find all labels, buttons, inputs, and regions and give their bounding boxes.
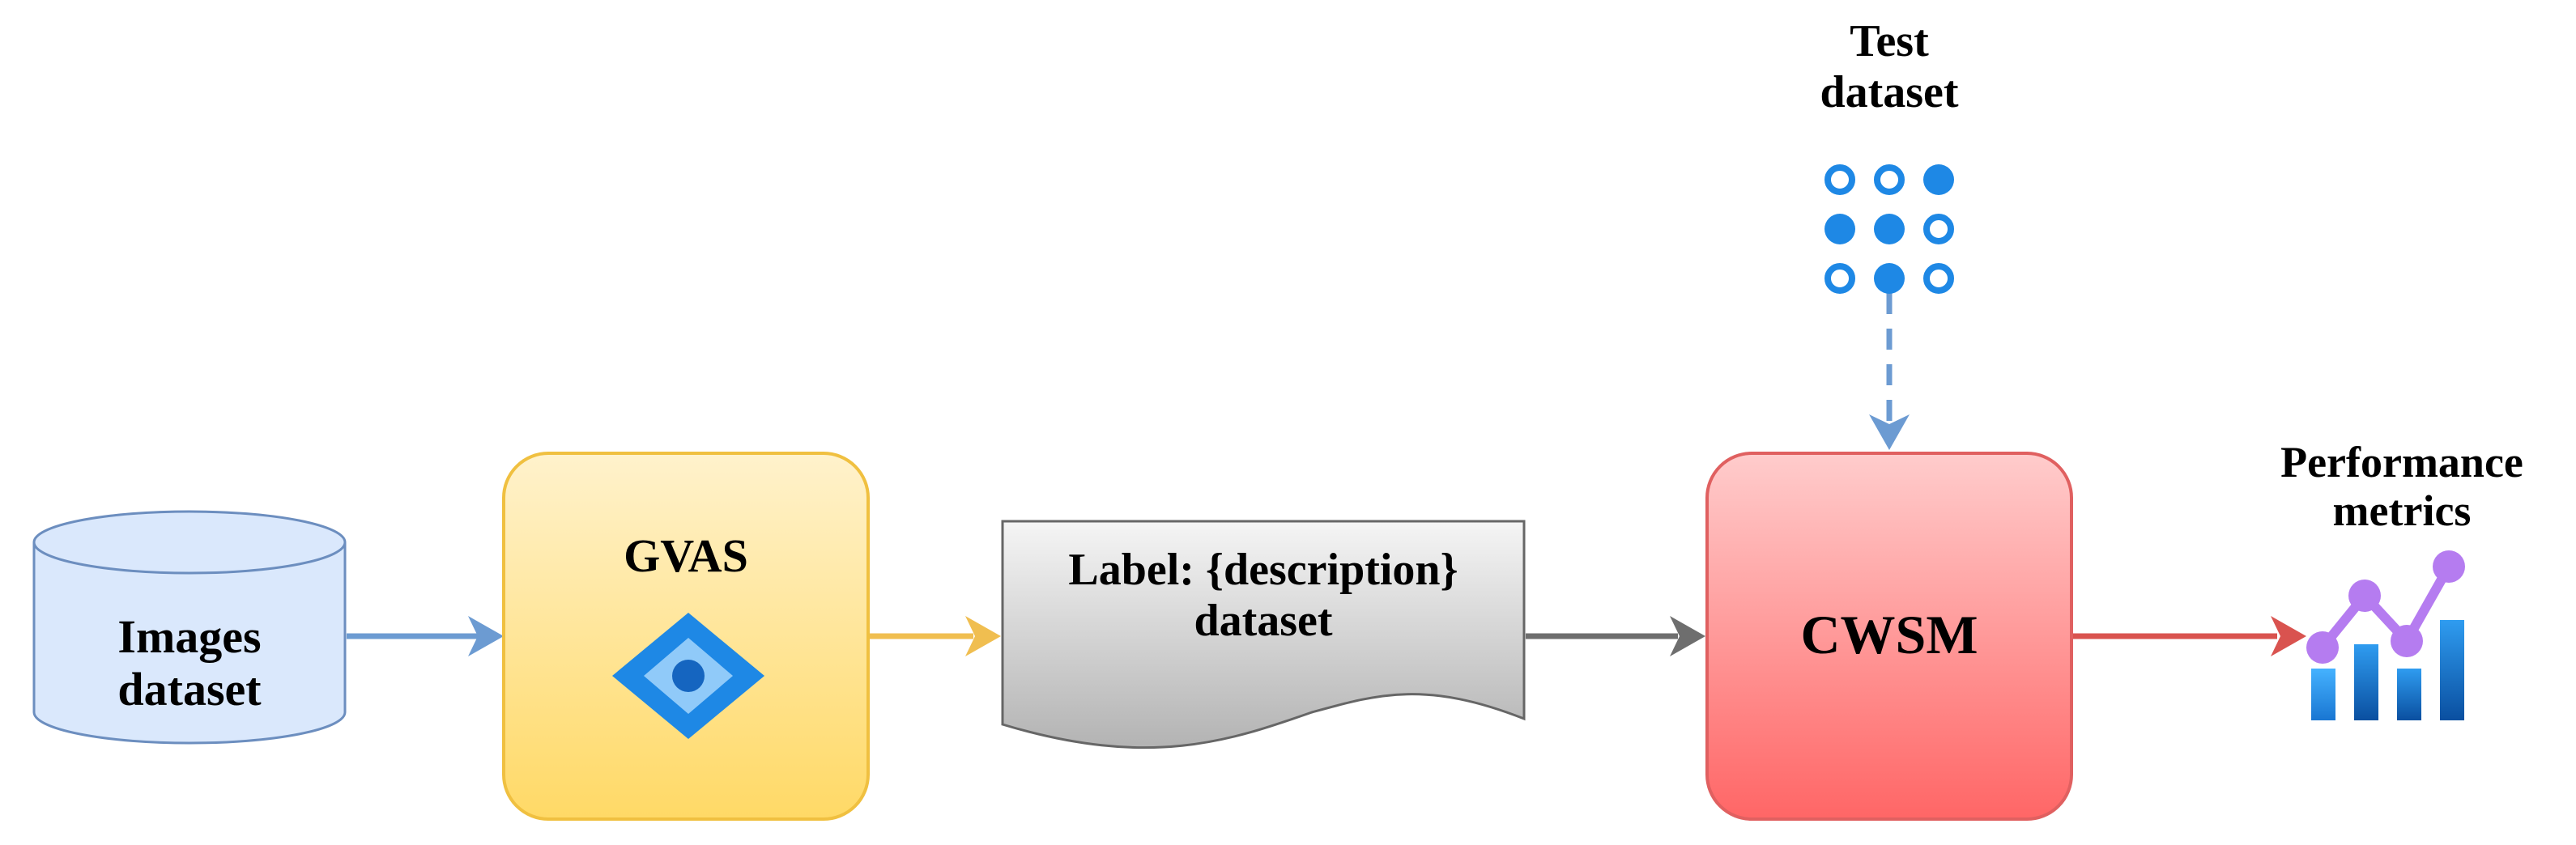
diamond-eye-icon bbox=[612, 613, 764, 739]
chart-trend-icon bbox=[2306, 550, 2465, 720]
arrow-test-to-cwsm bbox=[1869, 293, 1910, 450]
arrow-cwsm-to-performance bbox=[2073, 616, 2306, 656]
test-line-1: Test bbox=[1850, 16, 1929, 66]
images-line-1: Images bbox=[117, 610, 262, 663]
images-dataset-label: Images dataset bbox=[44, 610, 335, 716]
performance-line-2: metrics bbox=[2332, 486, 2472, 536]
arrow-label-to-cwsm bbox=[1526, 616, 1705, 656]
label-line-1: Label: {description} bbox=[1068, 545, 1458, 595]
cwsm-title: CWSM bbox=[1800, 604, 1978, 665]
label-line-2: dataset bbox=[1194, 595, 1333, 646]
gvas-label: GVAS bbox=[504, 529, 868, 583]
dot-matrix-icon bbox=[1824, 164, 1954, 294]
test-dataset-label: Test dataset bbox=[1744, 16, 2035, 117]
performance-metrics-label: Performance metrics bbox=[2240, 438, 2564, 536]
arrow-images-to-gvas bbox=[347, 616, 504, 656]
label-dataset-label: Label: {description} dataset bbox=[1003, 545, 1524, 646]
cwsm-label: CWSM bbox=[1707, 604, 2071, 665]
arrow-gvas-to-label bbox=[870, 616, 1001, 656]
cwsm-box bbox=[1705, 452, 2073, 821]
gvas-title: GVAS bbox=[624, 529, 748, 582]
performance-line-1: Performance bbox=[2280, 438, 2523, 486]
images-line-2: dataset bbox=[117, 662, 262, 715]
label-dataset-document bbox=[1001, 520, 1526, 749]
images-dataset-cylinder bbox=[32, 510, 347, 745]
test-line-2: dataset bbox=[1820, 66, 1959, 117]
